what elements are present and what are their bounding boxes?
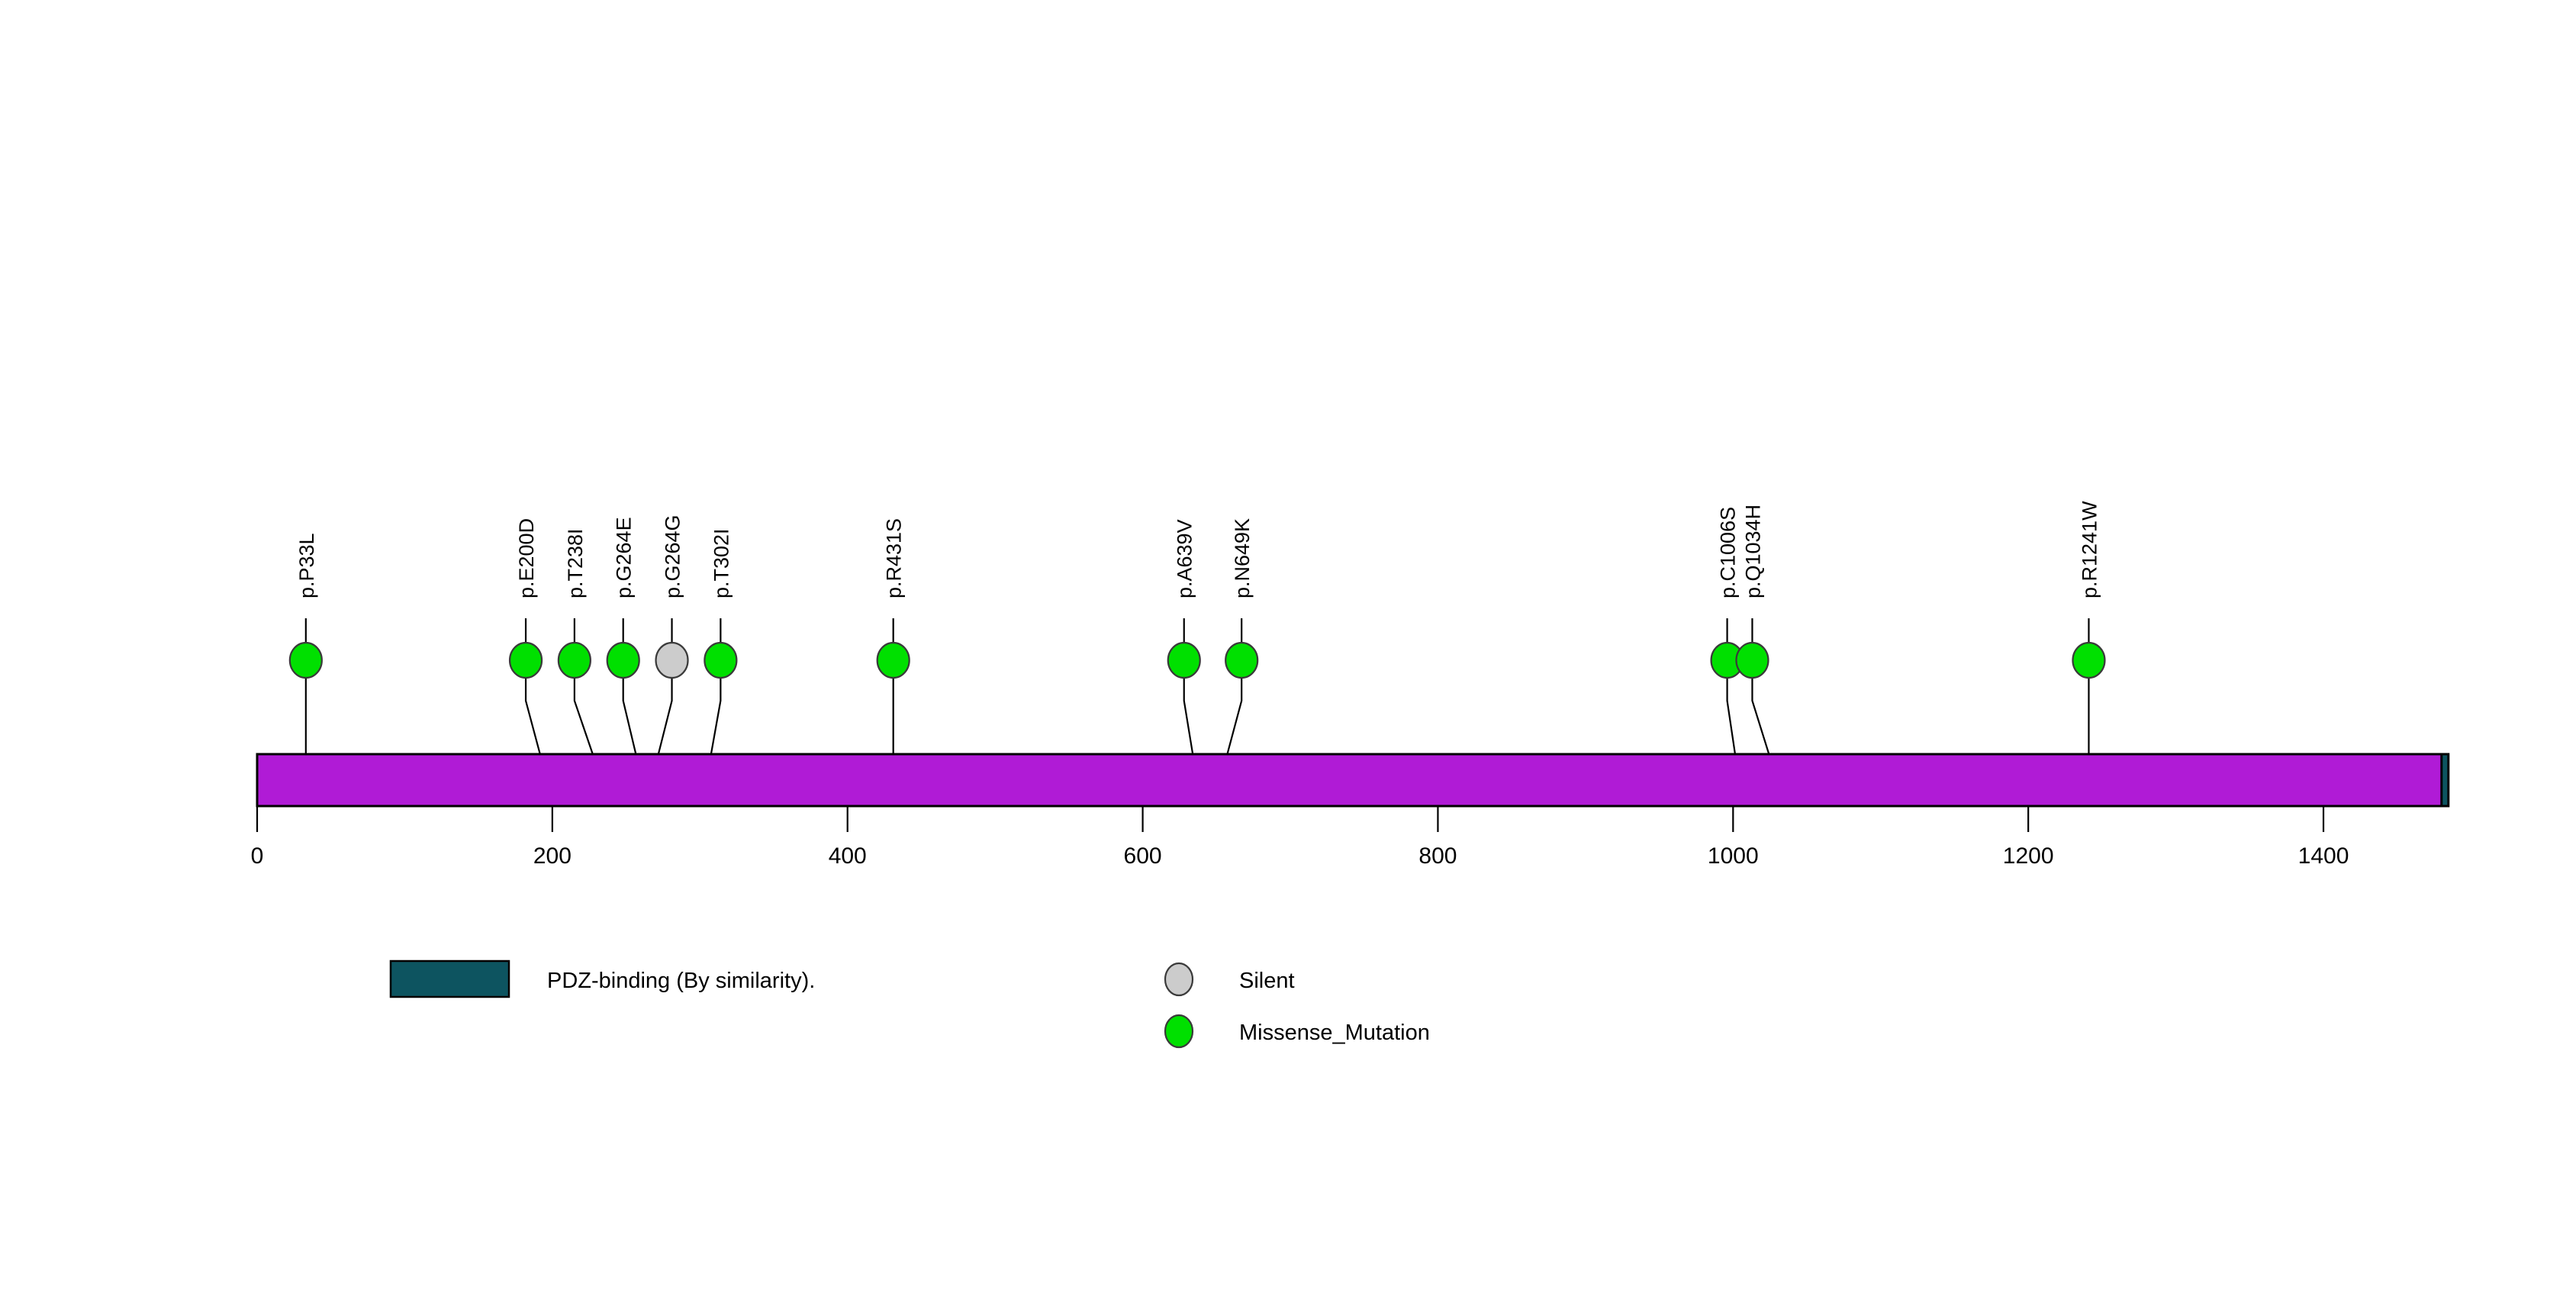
legend-mutation-label-1: Missense_Mutation [1239, 1021, 1430, 1045]
mutation-labels-group: p.P33L p.E200D p.T238I p.G264E p.G264G p.T302… [295, 501, 2101, 598]
mutation-label-pE200D: p.E200D [515, 518, 538, 598]
axis-tick-label-1400: 1400 [2298, 843, 2349, 869]
legend-domain-label-0: PDZ-binding (By similarity). [547, 969, 815, 993]
mutation-marker-pG264G[interactable]: p.G264G (Silent) [655, 641, 689, 679]
mutation-marker-pG264E[interactable]: p.G264E (Missense_Mutation) [606, 641, 640, 679]
mutation-markers-group: p.P33L (Missense_Mutation) p.E200D (Misse… [288, 641, 2106, 679]
legend-domain-swatch-0 [389, 959, 510, 998]
mutation-marker-pA639V[interactable]: p.A639V (Missense_Mutation) [1167, 641, 1201, 679]
mutation-marker-pT238I[interactable]: p.T238I (Missense_Mutation) [557, 641, 591, 679]
legend-group: PDZ-binding (By similarity). SilentMissen… [389, 959, 1430, 1049]
axis-tick-label-800: 800 [1418, 843, 1457, 869]
mutation-label-pG264G: p.G264G [662, 514, 684, 598]
legend-mutation-label-0: Silent [1239, 969, 1295, 993]
mutation-marker-pT302I[interactable]: p.T302I (Missense_Mutation) [704, 641, 738, 679]
mutation-marker-pN649K[interactable]: p.N649K (Missense_Mutation) [1225, 641, 1259, 679]
x-axis-group: 0 200 400 600 800 1000 1200 1400 [251, 806, 2349, 869]
mutation-label-pR1241W: p.R1241W [2078, 501, 2101, 598]
axis-tick-label-1200: 1200 [2003, 843, 2054, 869]
mutation-label-pT238I: p.T238I [564, 528, 587, 598]
protein-domain-0[interactable]: PDZ-binding (By similarity). [2440, 753, 2450, 808]
mutation-label-pG264E: p.G264E [613, 517, 636, 598]
mutation-label-pR431S: p.R431S [883, 518, 906, 598]
mutation-label-pA639V: p.A639V [1174, 519, 1196, 598]
axis-tick-label-400: 400 [829, 843, 867, 869]
mutation-marker-pP33L[interactable]: p.P33L (Missense_Mutation) [288, 641, 323, 679]
axis-tick-label-1000: 1000 [1708, 843, 1759, 869]
mutation-label-pQ1034H: p.Q1034H [1741, 505, 1764, 598]
mutation-marker-pR1241W[interactable]: p.R1241W (Missense_Mutation) [2072, 641, 2106, 679]
axis-tick-label-600: 600 [1124, 843, 1162, 869]
mutation-label-pC1006S: p.C1006S [1717, 507, 1740, 598]
mutation-marker-pR431S[interactable]: p.R431S (Missense_Mutation) [876, 641, 910, 679]
axis-tick-label-200: 200 [533, 843, 572, 869]
mutation-marker-pE200D[interactable]: p.E200D (Missense_Mutation) [508, 641, 543, 679]
protein-domains-group: PDZ-binding (By similarity). [2440, 753, 2450, 808]
mutation-marker-pQ1034H[interactable]: p.Q1034H (Missense_Mutation) [1735, 641, 1769, 679]
mutation-label-pP33L: p.P33L [295, 533, 318, 598]
protein-backbone-group [256, 753, 2449, 808]
legend-mutation-swatch-0 [1164, 962, 1194, 997]
axis-tick-label-0: 0 [251, 843, 264, 869]
mutation-label-pT302I: p.T302I [710, 528, 733, 598]
protein-backbone [256, 753, 2449, 808]
mutation-label-pN649K: p.N649K [1231, 518, 1254, 598]
legend-mutation-swatch-1 [1164, 1014, 1194, 1049]
